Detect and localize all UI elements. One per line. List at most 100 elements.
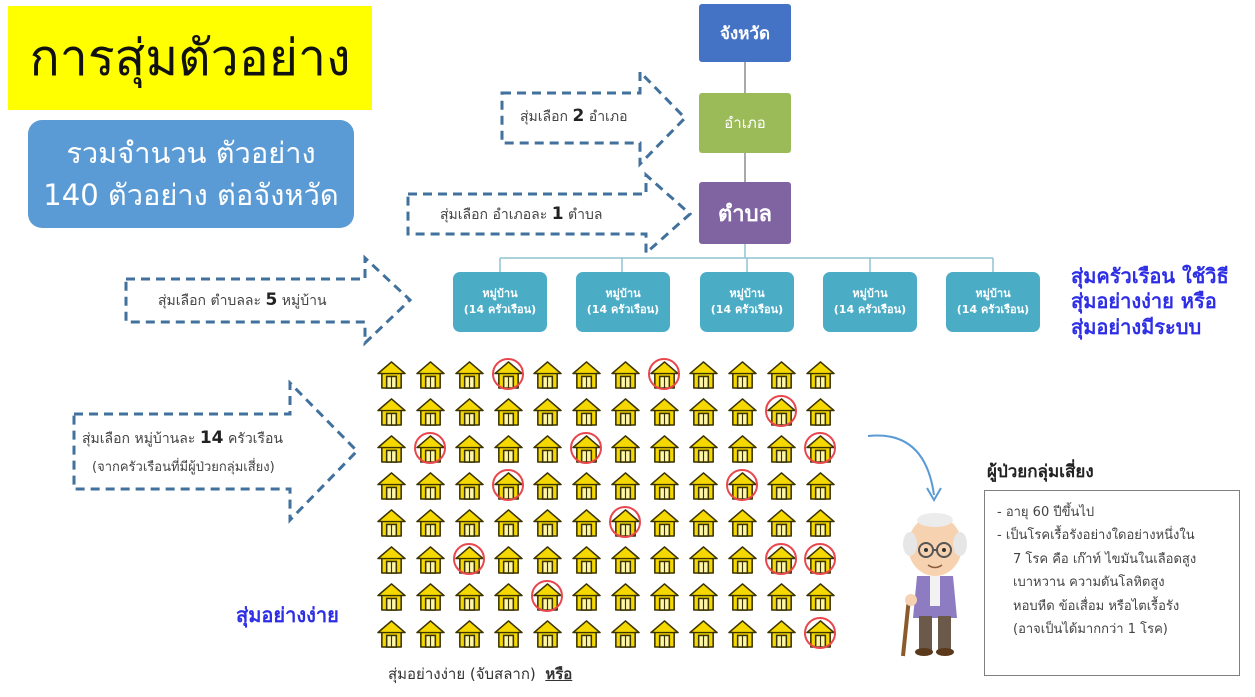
house-icon: [374, 358, 413, 395]
selected-house-icon: [530, 580, 569, 617]
house-icon: [413, 580, 452, 617]
village-box: หมู่บ้าน (14 ครัวเรือน): [576, 272, 670, 332]
village-label: หมู่บ้าน: [605, 286, 641, 300]
village-households: (14 ครัวเรือน): [833, 303, 907, 316]
village-box: หมู่บ้าน (14 ครัวเรือน): [700, 272, 794, 332]
house-icon: [569, 580, 608, 617]
house-icon: [530, 358, 569, 395]
house-icon: [608, 358, 647, 395]
house-icon: [374, 543, 413, 580]
house-icon: [452, 358, 491, 395]
house-icon: [647, 580, 686, 617]
selected-house-icon: [764, 395, 803, 432]
house-icon: [647, 543, 686, 580]
house-icon: [374, 432, 413, 469]
house-icon: [569, 617, 608, 654]
arrow-village-text: สุ่มเลือก ตำบลละ 5 หมู่บ้าน: [158, 290, 327, 310]
house-icon: [491, 617, 530, 654]
house-icon: [530, 506, 569, 543]
house-icon: [725, 543, 764, 580]
house-icon: [569, 543, 608, 580]
house-icon: [452, 432, 491, 469]
risk-line: (อาจเป็นได้มากกว่า 1 โรค): [1013, 621, 1168, 637]
bottom-caption: สุ่มอย่างง่าย (จับสลาก) หรือ: [388, 665, 573, 683]
house-icon: [764, 469, 803, 506]
arrow-subdistrict: [406, 171, 693, 257]
arrow-district-text: สุ่มเลือก 2 อำเภอ: [520, 106, 628, 126]
house-icon: [647, 617, 686, 654]
house-icon: [413, 617, 452, 654]
arrow-household-text: สุ่มเลือก หมู่บ้านละ 14 ครัวเรือน: [82, 428, 283, 448]
house-icon: [413, 395, 452, 432]
house-icon: [569, 358, 608, 395]
curve-arrow: [867, 434, 935, 496]
village-label: หมู่บ้าน: [852, 286, 888, 300]
house-icon: [569, 469, 608, 506]
elderly-person-icon: [901, 513, 967, 657]
house-icon: [569, 395, 608, 432]
house-icon: [530, 469, 569, 506]
arrow-subdistrict-text: สุ่มเลือก อำเภอละ 1 ตำบล: [440, 204, 603, 224]
house-icon: [608, 469, 647, 506]
house-icon: [764, 580, 803, 617]
house-icon: [491, 432, 530, 469]
house-icon: [803, 580, 842, 617]
village-label: หมู่บ้าน: [975, 286, 1011, 300]
risk-line: หอบหืด ข้อเสื่อม หรือไตเรื้อรัง: [1013, 598, 1180, 614]
house-icon: [374, 395, 413, 432]
house-icon: [608, 395, 647, 432]
house-icon: [374, 580, 413, 617]
house-icon: [647, 469, 686, 506]
village-households: (14 ครัวเรือน): [956, 303, 1030, 316]
house-icon: [413, 358, 452, 395]
house-icon: [725, 580, 764, 617]
house-icon: [686, 543, 725, 580]
house-grid: [374, 358, 840, 658]
risk-group-title: ผู้ป่วยกลุ่มเสี่ยง: [987, 462, 1094, 482]
house-icon: [725, 506, 764, 543]
house-icon: [764, 506, 803, 543]
house-icon: [491, 543, 530, 580]
or-link[interactable]: หรือ: [545, 665, 573, 683]
selected-house-icon: [764, 543, 803, 580]
house-icon: [569, 506, 608, 543]
house-icon: [452, 506, 491, 543]
simple-random-label: สุ่มอย่างง่าย: [236, 603, 339, 627]
selected-house-icon: [803, 432, 842, 469]
selected-house-icon: [803, 543, 842, 580]
selected-house-icon: [569, 432, 608, 469]
village-households: (14 ครัวเรือน): [463, 303, 537, 316]
house-icon: [686, 580, 725, 617]
house-icon: [452, 395, 491, 432]
house-icon: [530, 395, 569, 432]
risk-line: 7 โรค คือ เก๊าท์ ไขมันในเลือดสูง: [1013, 551, 1197, 567]
house-icon: [725, 432, 764, 469]
house-icon: [803, 358, 842, 395]
selected-house-icon: [413, 432, 452, 469]
node-province: จังหวัด: [699, 4, 791, 62]
house-icon: [686, 506, 725, 543]
house-icon: [764, 432, 803, 469]
village-households: (14 ครัวเรือน): [710, 303, 784, 316]
village-label: หมู่บ้าน: [729, 286, 765, 300]
house-icon: [608, 543, 647, 580]
house-icon: [608, 617, 647, 654]
house-icon: [647, 506, 686, 543]
arrow-village: [124, 254, 413, 347]
house-icon: [725, 358, 764, 395]
house-icon: [530, 432, 569, 469]
node-district: อำเภอ: [699, 93, 791, 153]
house-icon: [686, 617, 725, 654]
house-icon: [530, 543, 569, 580]
house-icon: [686, 395, 725, 432]
house-icon: [413, 543, 452, 580]
house-icon: [647, 432, 686, 469]
house-icon: [374, 617, 413, 654]
house-icon: [452, 469, 491, 506]
selected-house-icon: [803, 617, 842, 654]
house-icon: [686, 432, 725, 469]
house-icon: [452, 580, 491, 617]
summary-line-1: รวมจำนวน ตัวอย่าง: [66, 135, 316, 170]
house-icon: [764, 617, 803, 654]
village-households: (14 ครัวเรือน): [586, 303, 660, 316]
